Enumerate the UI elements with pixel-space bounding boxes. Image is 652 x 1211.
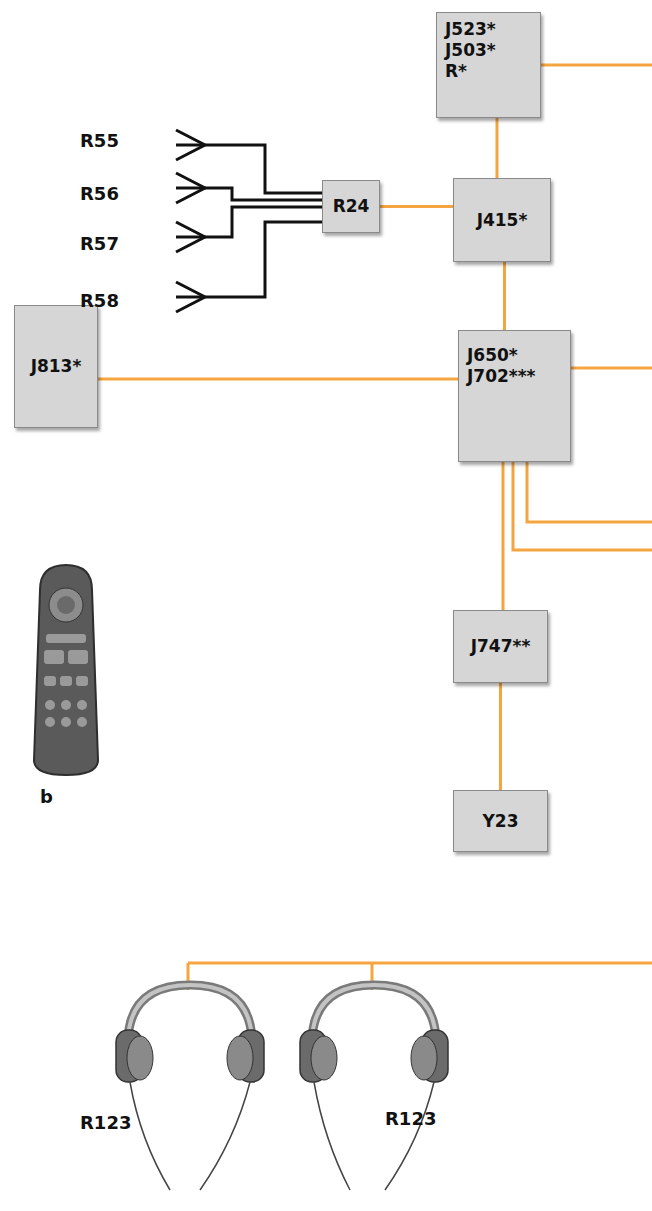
component-box: Y23: [453, 790, 548, 852]
remote-control: [34, 565, 98, 775]
part-label: R56: [80, 183, 119, 204]
component-code: J415*: [477, 210, 528, 231]
bus-connector: [504, 262, 505, 330]
part-label: R55: [80, 130, 119, 151]
part-label: R123: [80, 1112, 131, 1133]
component-code: J503*: [445, 40, 496, 61]
figure-letter: b: [40, 786, 53, 807]
component-code: J523*: [445, 19, 496, 40]
component-code: Y23: [483, 811, 519, 832]
component-code: J813*: [31, 356, 82, 377]
bus-connector: [503, 462, 504, 610]
component-code: R24: [333, 196, 370, 217]
bus-connector: [380, 206, 453, 207]
component-box: J650*J702***: [458, 330, 571, 462]
part-label: R123: [385, 1108, 436, 1129]
bus-connector: [98, 379, 458, 380]
part-label: R57: [80, 233, 119, 254]
component-box: J747**: [453, 610, 548, 683]
part-label: R58: [80, 290, 119, 311]
component-code: J650*: [467, 345, 518, 366]
headphones: [300, 985, 448, 1190]
component-box: J813*: [14, 305, 98, 428]
component-code: R*: [445, 61, 467, 82]
component-code: J702***: [467, 366, 535, 387]
headphones: [116, 985, 264, 1190]
antenna-wires: [176, 130, 322, 312]
bus-connector: [497, 118, 498, 178]
component-box: R24: [322, 180, 380, 233]
bus-connector: [500, 683, 501, 790]
component-box: J523*J503*R*: [436, 12, 541, 118]
component-code: J747**: [471, 636, 531, 657]
component-box: J415*: [453, 178, 551, 262]
bus-lines: [188, 65, 652, 990]
